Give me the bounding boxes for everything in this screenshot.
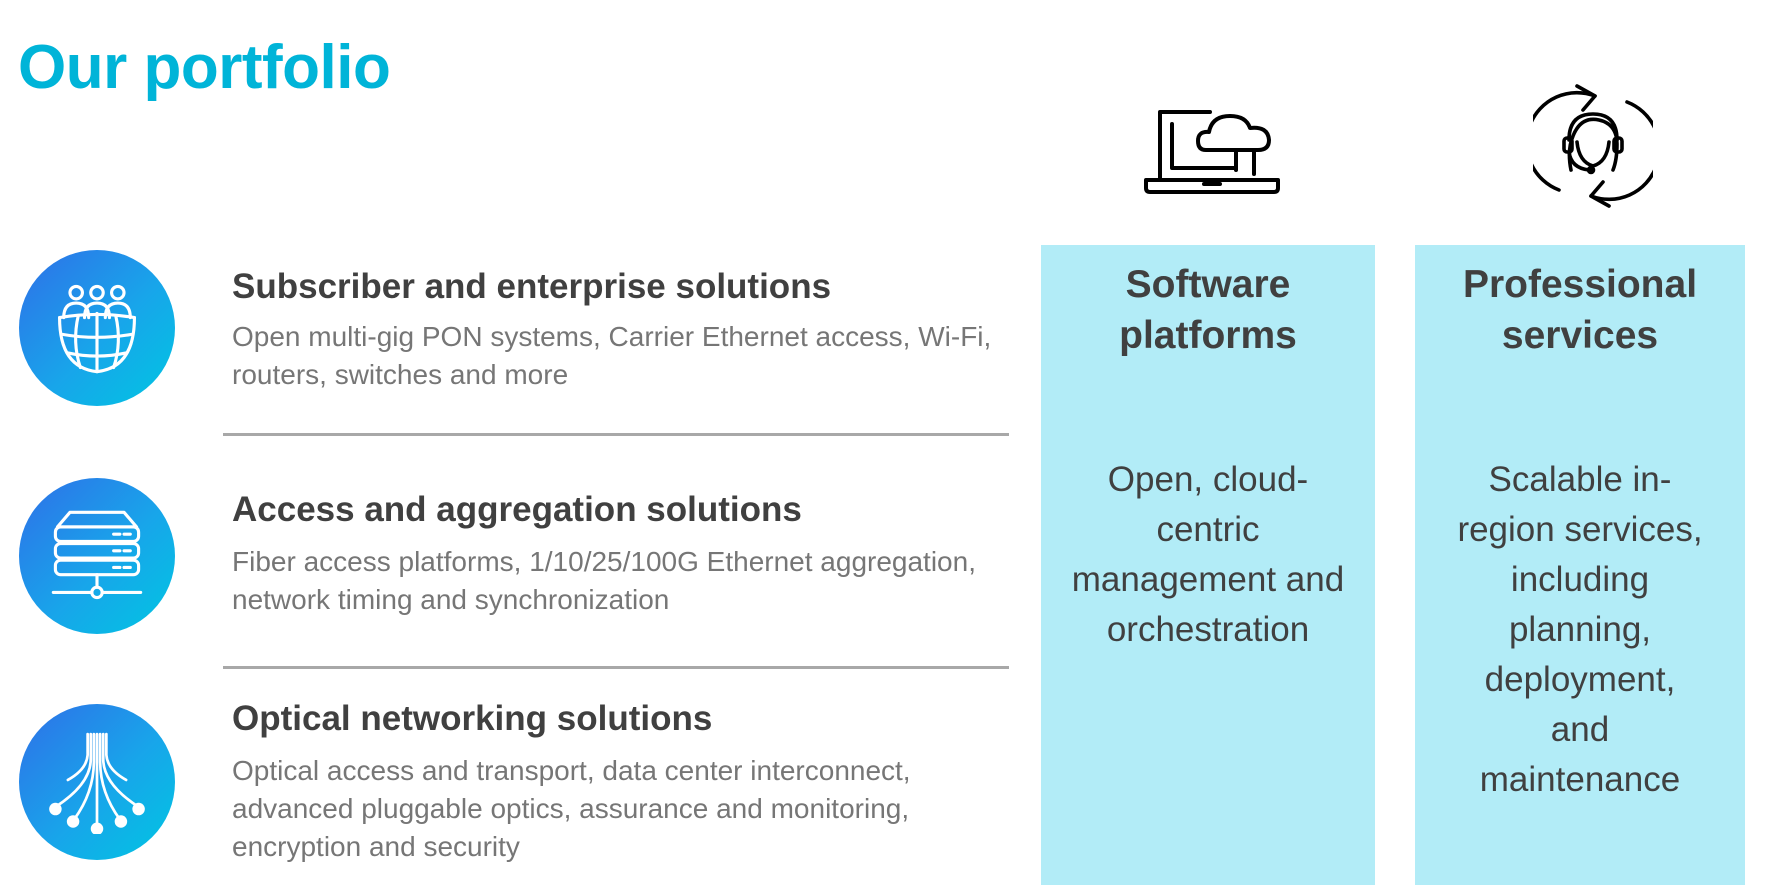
laptop-cloud-icon [1144, 110, 1280, 194]
divider [223, 666, 1009, 669]
panel-title-professional: Professional services [1462, 263, 1698, 357]
panel-description-professional: Scalable in-region services, including p… [1457, 460, 1703, 799]
page-title: Our portfolio [18, 33, 391, 102]
server-stack-icon [19, 478, 175, 634]
panel-software-platforms: Software platforms Open, cloud-centric m… [1041, 245, 1375, 885]
panel-professional-services: Professional services Scalable in-region… [1415, 245, 1745, 885]
fiber-optic-icon [19, 704, 175, 860]
panel-description-software: Open, cloud-centric management and orche… [1071, 460, 1345, 649]
solution-title-subscriber: Subscriber and enterprise solutions [232, 267, 832, 306]
solution-title-access: Access and aggregation solutions [232, 490, 802, 529]
solution-description-subscriber: Open multi-gig PON systems, Carrier Ethe… [232, 321, 992, 390]
solution-title-optical: Optical networking solutions [232, 699, 713, 738]
headset-agent-cycle-icon [1533, 84, 1653, 208]
panel-title-software: Software platforms [1119, 263, 1297, 357]
solution-description-optical: Optical access and transport, data cente… [232, 755, 911, 862]
people-globe-icon [19, 250, 175, 406]
divider [223, 433, 1009, 436]
solution-description-access: Fiber access platforms, 1/10/25/100G Eth… [232, 546, 976, 615]
